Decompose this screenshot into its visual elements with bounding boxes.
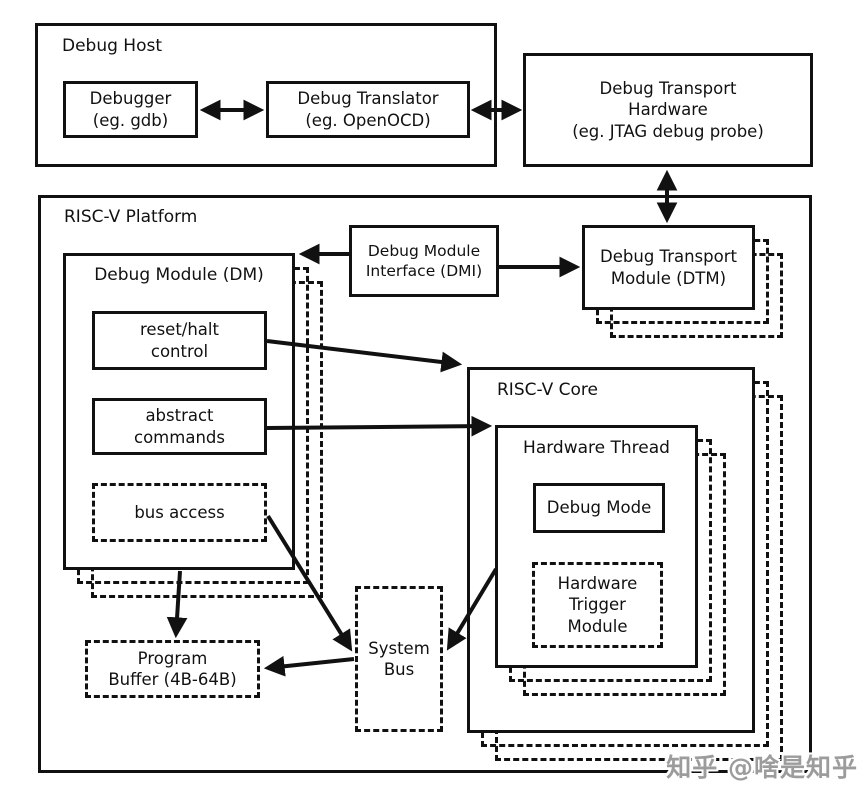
program-buffer-label: Program Buffer (4B-64B) [108, 648, 237, 689]
debug-transport-hardware-label: Debug Transport Hardware (eg. JTAG debug… [572, 78, 764, 141]
bus-access-box: bus access [92, 483, 267, 542]
debug-host-box [35, 23, 497, 167]
debug-transport-hardware-box: Debug Transport Hardware (eg. JTAG debug… [523, 53, 813, 167]
system-bus-box: System Bus [355, 586, 443, 732]
hardware-trigger-module-label: Hardware Trigger Module [557, 573, 638, 636]
riscv-platform-box [38, 195, 812, 773]
reset-halt-control-box: reset/halt control [92, 311, 267, 370]
system-bus-label: System Bus [368, 638, 430, 679]
hardware-trigger-module-box: Hardware Trigger Module [532, 562, 663, 648]
debugger-box: Debugger (eg. gdb) [63, 81, 198, 138]
abstract-commands-box: abstract commands [92, 398, 267, 455]
zhihu-watermark: 知乎 @啥是知乎 [666, 753, 858, 782]
debug-module-interface-box: Debug Module Interface (DMI) [349, 225, 499, 297]
hardware-thread-label: Hardware Thread [523, 438, 670, 458]
debugger-label: Debugger (eg. gdb) [89, 89, 172, 130]
debug-transport-module-box: Debug Transport Module (DTM) [582, 225, 755, 310]
bus-access-label: bus access [134, 502, 225, 522]
reset-halt-control-label: reset/halt control [140, 320, 219, 361]
debug-transport-module-label: Debug Transport Module (DTM) [600, 247, 737, 288]
program-buffer-box: Program Buffer (4B-64B) [85, 640, 260, 698]
riscv-platform-label: RISC-V Platform [64, 207, 198, 227]
debug-module-interface-label: Debug Module Interface (DMI) [365, 241, 483, 280]
debug-translator-label: Debug Translator (eg. OpenOCD) [297, 89, 439, 130]
debug-module-label: Debug Module (DM) [94, 265, 264, 285]
debug-mode-box: Debug Mode [533, 483, 665, 533]
debug-host-label: Debug Host [62, 36, 163, 56]
abstract-commands-label: abstract commands [134, 406, 225, 447]
riscv-core-label: RISC-V Core [497, 380, 599, 400]
debug-mode-label: Debug Mode [546, 498, 652, 518]
debug-translator-box: Debug Translator (eg. OpenOCD) [266, 81, 470, 138]
